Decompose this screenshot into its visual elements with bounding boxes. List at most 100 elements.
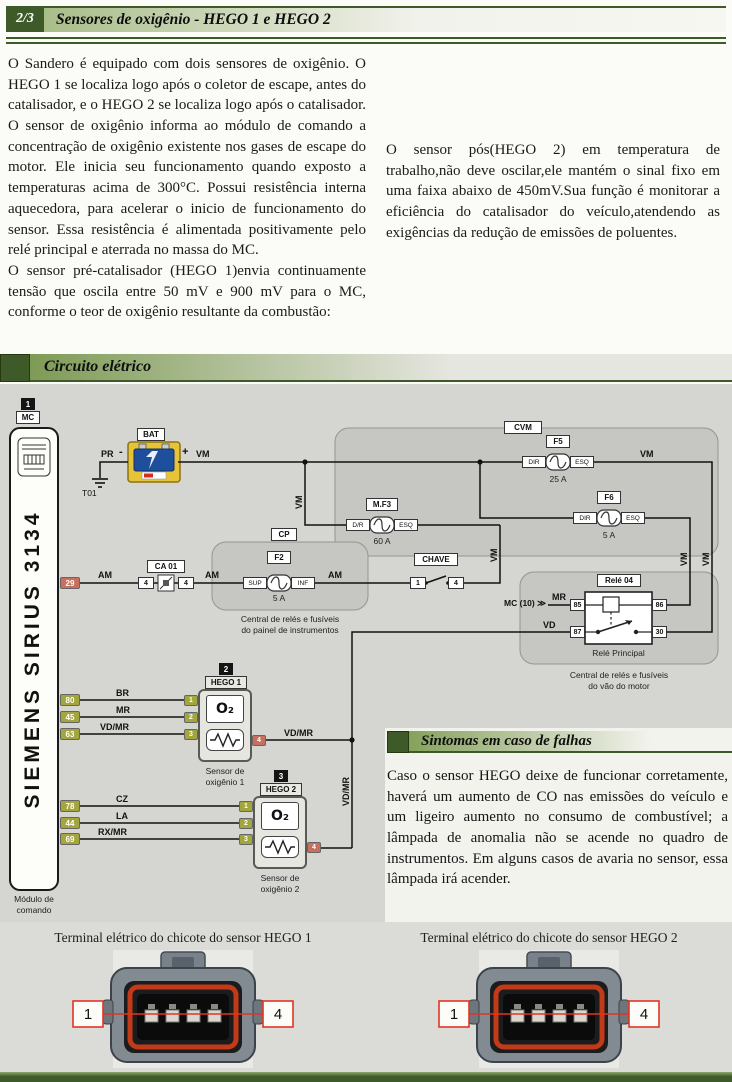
module-pin-78: 78 bbox=[60, 800, 80, 812]
terminals-section: Terminal elétrico do chicote do sensor H… bbox=[0, 922, 732, 1072]
hego2-name: HEGO 2 bbox=[260, 783, 302, 796]
hego1-pin-2: 2 bbox=[184, 712, 198, 723]
pin1-callout-label: 1 bbox=[84, 1006, 92, 1023]
fuse-mf3-label: M.F3 bbox=[366, 498, 398, 511]
fuse-f2-rating: 5 A bbox=[272, 593, 286, 603]
sintomas-square-icon bbox=[387, 731, 409, 753]
pin1-callout-label: 1 bbox=[450, 1006, 458, 1023]
ca01-connector-icon bbox=[157, 574, 175, 592]
ca01-pin-right: 4 bbox=[178, 577, 194, 589]
module-pin-69: 69 bbox=[60, 833, 80, 845]
fuse-f6-right: ESQ bbox=[621, 512, 645, 524]
wire-la: LA bbox=[116, 811, 128, 821]
wire-vd: VD bbox=[543, 620, 556, 630]
module-caption: Módulo de comando bbox=[14, 894, 54, 915]
fuse-mf3-right: ESQ bbox=[394, 519, 418, 531]
terminal-hego1-block: Terminal elétrico do chicote do sensor H… bbox=[0, 922, 366, 1072]
battery-plus: + bbox=[182, 446, 189, 458]
cp-caption: Central de relés e fusíveis do painel de… bbox=[240, 614, 340, 635]
section-square-icon bbox=[0, 354, 30, 382]
wire-vdmr-v: VD/MR bbox=[341, 777, 351, 806]
wire-vdmr-2: VD/MR bbox=[284, 728, 313, 738]
wire-vdmr-1: VD/MR bbox=[100, 722, 129, 732]
fuse-f5-rating: 25 A bbox=[549, 474, 567, 484]
wire-am-2: AM bbox=[205, 570, 219, 580]
relay-pin-87: 87 bbox=[570, 626, 585, 638]
pin4-callout-label: 4 bbox=[274, 1006, 282, 1023]
page-footer-bar bbox=[0, 1072, 732, 1082]
sintomas-section: Sintomas em caso de falhas Caso o sensor… bbox=[385, 728, 732, 922]
module-pin-29: 29 bbox=[60, 577, 80, 589]
sintomas-title: Sintomas em caso de falhas bbox=[421, 733, 592, 749]
connector-graphic-hego2: 1 4 bbox=[438, 950, 660, 1068]
page-header: 2/3 Sensores de oxigênio - HEGO 1 e HEGO… bbox=[0, 0, 732, 46]
sintomas-body: Caso o sensor HEGO deixe de funcionar co… bbox=[387, 768, 728, 888]
cvm-caption: Central de relés e fusíveis do vão do mo… bbox=[569, 670, 669, 691]
terminal-hego2-block: Terminal elétrico do chicote do sensor H… bbox=[366, 922, 732, 1072]
header-rule-top bbox=[6, 37, 726, 39]
heater-zigzag bbox=[265, 839, 295, 855]
wire-vm-2: VM bbox=[640, 449, 654, 459]
hego2-heater-icon bbox=[261, 836, 299, 858]
hego1-pin-1: 1 bbox=[184, 695, 198, 706]
hego2-pin-4: 4 bbox=[307, 842, 321, 853]
ca01-pin-left: 4 bbox=[138, 577, 154, 589]
wire-vm-v4: VM bbox=[701, 552, 711, 567]
circuit-wires bbox=[80, 461, 713, 849]
chave-label: CHAVE bbox=[414, 553, 458, 566]
junction-dots bbox=[302, 459, 483, 743]
fuse-f2-left: SUP bbox=[243, 577, 267, 589]
mc10-label: MC (10) ≫ bbox=[504, 598, 546, 608]
wire-cz: CZ bbox=[116, 794, 128, 804]
hego2-ref: 3 bbox=[274, 770, 288, 782]
hego2-caption: Sensor de oxigênio 2 bbox=[260, 873, 300, 894]
relay-label: Relé 04 bbox=[597, 574, 641, 587]
wire-vm-v1: VM bbox=[294, 495, 304, 510]
fuse-f6-left: DIR bbox=[573, 512, 597, 524]
relay-name: Relé Principal bbox=[592, 648, 645, 658]
fuse-f2-label: F2 bbox=[267, 551, 291, 564]
hego1-ref: 2 bbox=[219, 663, 233, 675]
wire-mr-relay: MR bbox=[552, 592, 566, 602]
hego2-pin-1: 1 bbox=[239, 801, 253, 812]
pin1-callout-box bbox=[72, 1000, 104, 1028]
terminal-hego1-caption: Terminal elétrico do chicote do sensor H… bbox=[54, 930, 312, 945]
pin4-callout-box bbox=[262, 1000, 294, 1028]
intro-paragraph-2: O sensor pré-catalisador (HEGO 1)envia c… bbox=[8, 262, 366, 321]
cp-region bbox=[211, 541, 369, 611]
hego1-heater-icon bbox=[206, 729, 244, 751]
ground-icon bbox=[92, 478, 108, 488]
chave-pin-1: 1 bbox=[410, 577, 426, 589]
hego2-pin-2: 2 bbox=[239, 818, 253, 829]
fuse-f5-label: F5 bbox=[546, 435, 570, 448]
wire-pr: PR bbox=[101, 449, 114, 459]
chave-pin-4: 4 bbox=[448, 577, 464, 589]
module-body bbox=[9, 427, 59, 891]
module-pin-44: 44 bbox=[60, 817, 80, 829]
fuse-f2-right: INF bbox=[291, 577, 315, 589]
relay-pin-85: 85 bbox=[570, 599, 585, 611]
cvm-label: CVM bbox=[504, 421, 542, 434]
connector-graphic-hego1: 1 4 bbox=[72, 950, 294, 1068]
title-strip: Sensores de oxigênio - HEGO 1 e HEGO 2 bbox=[44, 6, 726, 32]
fuse-f5-right: ESQ bbox=[570, 456, 594, 468]
relay-symbol bbox=[584, 591, 653, 645]
diagram-drawing bbox=[9, 427, 719, 891]
fuse-mf3-rating: 60 A bbox=[373, 536, 391, 546]
battery-minus: - bbox=[119, 446, 123, 458]
relay-pin-86: 86 bbox=[652, 599, 667, 611]
section-gradient-bar bbox=[30, 354, 732, 382]
fuse-f6-label: F6 bbox=[597, 491, 621, 504]
intro-section: O Sandero é equipado com dois sensores d… bbox=[0, 46, 732, 352]
intro-paragraph-1: O Sandero é equipado com dois sensores d… bbox=[8, 56, 366, 259]
intro-right-column: O sensor pós(HEGO 2) em temperatura de t… bbox=[380, 54, 720, 352]
pin4-callout-label: 4 bbox=[640, 1006, 648, 1023]
module-pin-63: 63 bbox=[60, 728, 80, 740]
sintomas-gradient-bar bbox=[409, 731, 732, 753]
fuse-f6-rating: 5 A bbox=[602, 530, 616, 540]
connector-housing-icon bbox=[102, 951, 264, 1063]
fuse-f5-left: DIR bbox=[522, 456, 546, 468]
hego1-o2-symbol: O₂ bbox=[206, 695, 244, 723]
module-pin-80: 80 bbox=[60, 694, 80, 706]
